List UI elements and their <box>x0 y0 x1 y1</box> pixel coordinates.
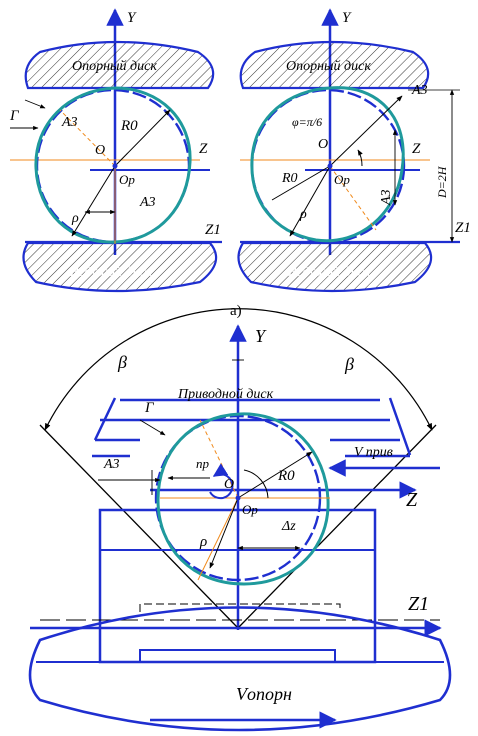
tr-label-a3-top: A3 <box>411 83 428 98</box>
b-label-np: np <box>196 456 210 471</box>
tr-label-o: O <box>318 137 328 152</box>
tr-label-r0: R0 <box>281 171 298 186</box>
drive-disk <box>92 398 410 458</box>
dashed-ray <box>59 109 116 167</box>
tl-label-o: O <box>95 143 105 158</box>
gamma-leader <box>24 99 46 109</box>
dashed-ray <box>329 165 377 231</box>
gamma-leader <box>139 419 166 436</box>
b-label-beta-right: β <box>344 354 354 374</box>
drive-disk-sides <box>93 397 412 456</box>
tl-label-op: Op <box>119 172 135 187</box>
support-disk <box>24 40 215 90</box>
dashed-slot <box>139 603 341 612</box>
b-label-a3: A3 <box>103 457 120 472</box>
beta-arc <box>44 308 433 431</box>
tr-label-z1: Z1 <box>455 220 471 236</box>
prism-left-face <box>39 424 239 629</box>
prism-right-face <box>237 424 437 629</box>
r0-radius <box>329 95 403 167</box>
origin-point <box>235 495 241 501</box>
drive-disk <box>22 241 218 293</box>
rotation-arrow <box>209 463 234 500</box>
b-label-o: O <box>224 477 234 492</box>
lower-ray <box>197 497 239 581</box>
tr-label-y: Y <box>342 10 352 26</box>
tr-label-op: Op <box>334 172 350 187</box>
origin-point <box>112 163 118 169</box>
tr-label-z: Z <box>412 141 421 157</box>
tl-label-z: Z <box>199 141 208 157</box>
tr-label-angle: φ=π/6 <box>292 115 322 129</box>
tl-label-support-disk: Опорный диск <box>72 59 157 74</box>
drive-disk <box>237 241 433 293</box>
tl-label-a3-upper: A3 <box>61 115 78 130</box>
top-right-figure <box>237 8 460 293</box>
caption-a: а) <box>230 303 242 319</box>
b-label-op: Op <box>242 502 258 517</box>
b-label-drive-disk: Приводной диск <box>177 387 274 402</box>
tl-label-gamma: Г <box>9 108 20 124</box>
origin-point <box>327 163 333 169</box>
rho-radius <box>209 497 239 569</box>
workpiece-profile <box>156 412 330 586</box>
tl-label-z1: Z1 <box>205 222 221 238</box>
r0-radius <box>114 109 171 167</box>
tl-label-r0: R0 <box>120 118 138 134</box>
tr-label-a3-side: A3 <box>379 189 394 206</box>
r0-ray <box>271 165 331 201</box>
b-label-z1: Z1 <box>408 593 429 615</box>
b-label-y: Y <box>255 326 267 346</box>
b-label-dz: Δz <box>281 519 296 534</box>
tl-label-rho: ρ <box>71 211 79 226</box>
support-disk <box>239 40 430 90</box>
tl-label-drive-disk: Ведущий диск <box>70 265 153 280</box>
b-label-r0: R0 <box>277 468 295 484</box>
b-label-gamma: Г <box>144 400 155 416</box>
r0-radius <box>237 451 313 499</box>
tl-label-a3-lower: A3 <box>139 195 156 210</box>
rho-radius <box>71 165 116 237</box>
bottom-figure <box>28 308 452 732</box>
b-label-z: Z <box>406 489 418 511</box>
b-label-v-support: Vопорн <box>236 684 292 704</box>
angle-arc <box>357 149 363 167</box>
tr-label-drive-disk: Ведущий диск <box>288 265 371 280</box>
rho-radius <box>289 165 331 237</box>
workpiece-profile <box>250 86 405 243</box>
b-label-rho: ρ <box>199 534 207 550</box>
b-label-v-drive: V прив <box>354 445 393 460</box>
tr-label-rho: ρ <box>299 207 307 222</box>
support-disk <box>28 606 452 732</box>
tl-label-y: Y <box>127 10 137 26</box>
tr-label-support-disk: Опорный диск <box>286 59 371 74</box>
prism-base <box>139 649 336 663</box>
b-label-beta-left: β <box>117 352 127 372</box>
angle-arc <box>243 469 269 499</box>
tr-label-dimension: D=2H <box>435 165 449 199</box>
top-left-figure <box>10 8 222 293</box>
